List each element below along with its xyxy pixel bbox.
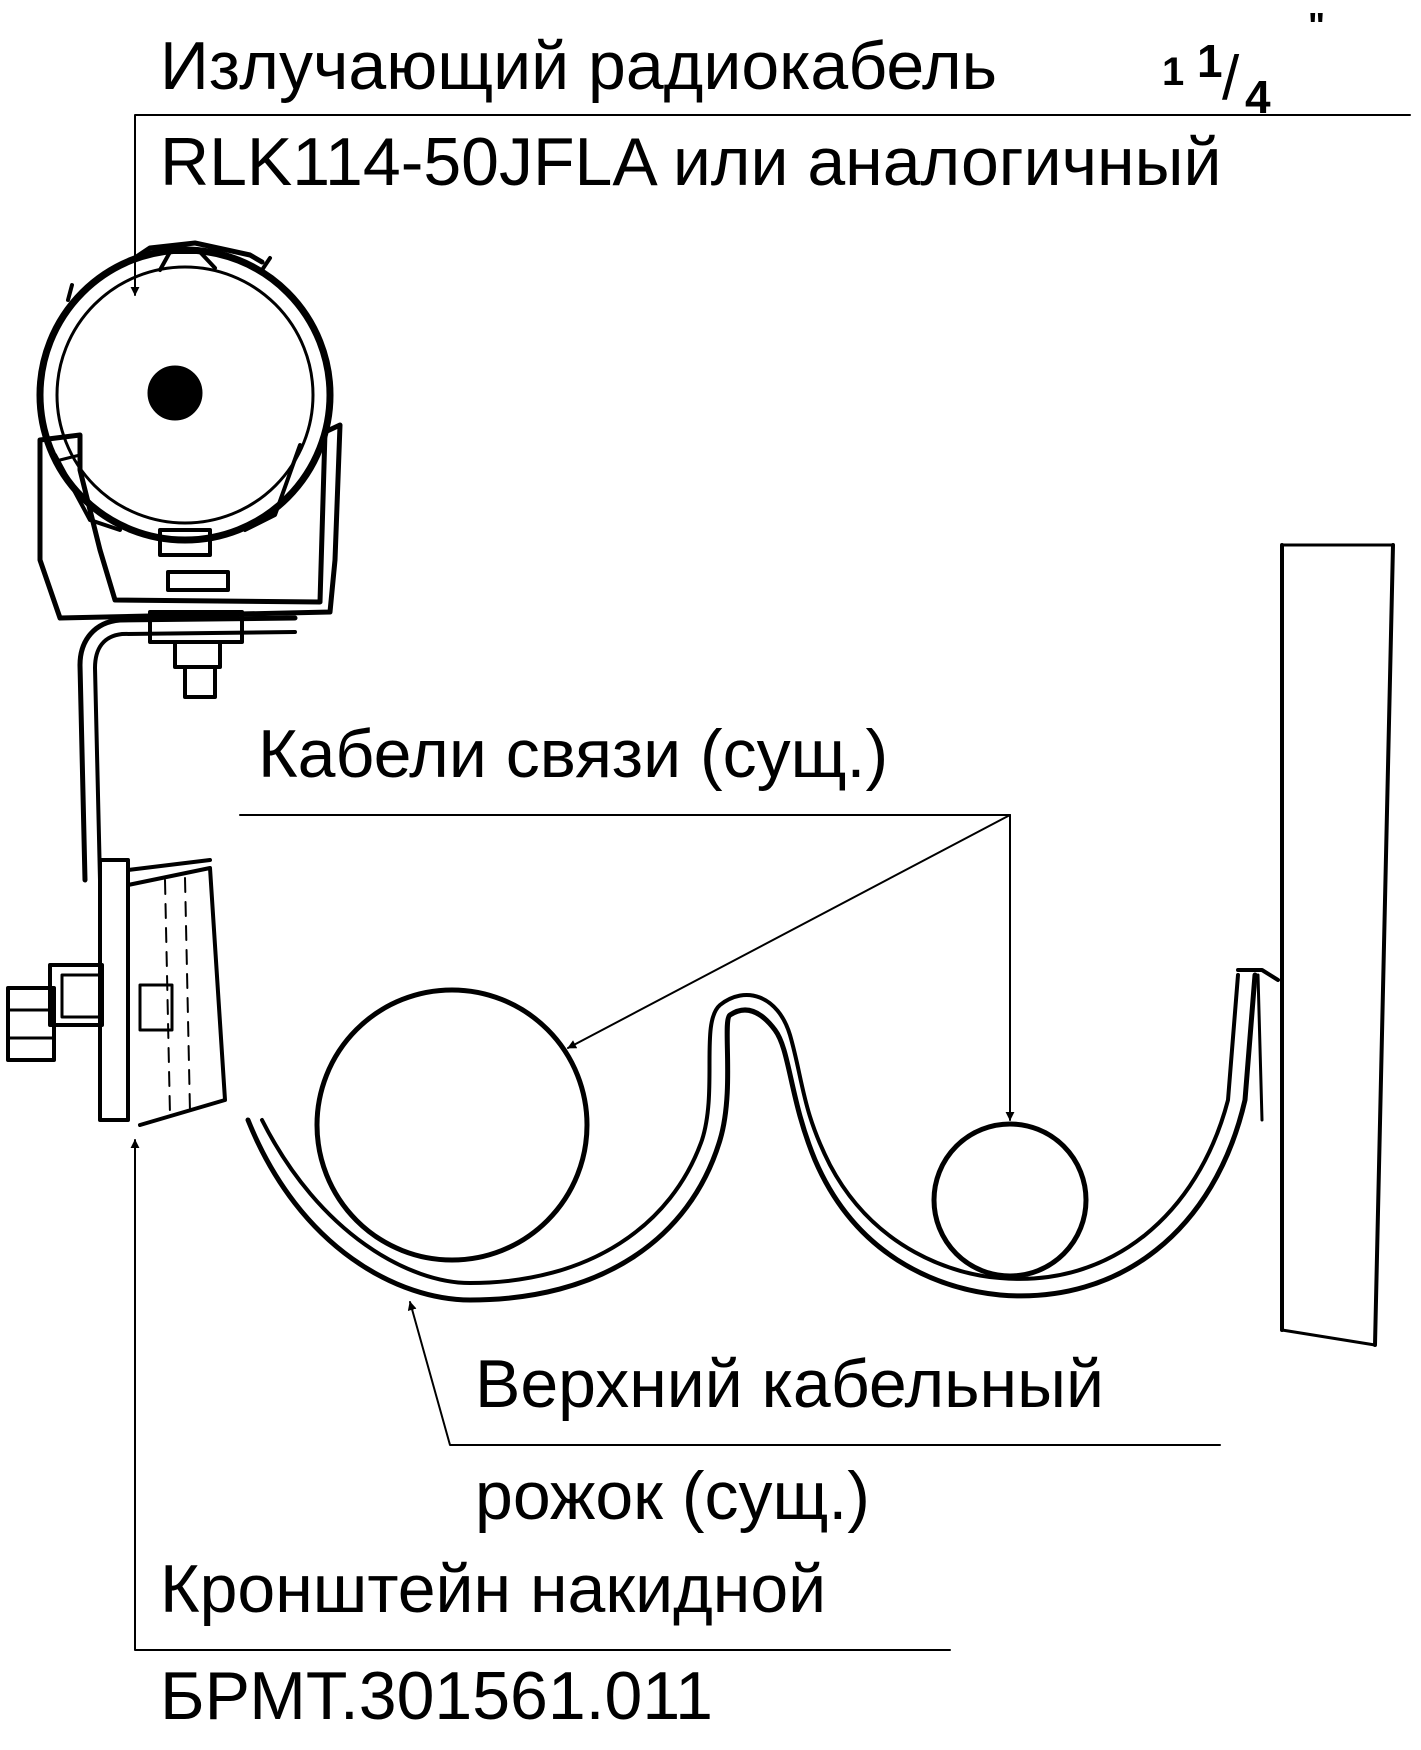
label-radiocable-line2: RLK114-50JFLA или аналогичный (160, 124, 1222, 200)
vertical-pole (1280, 543, 1395, 1347)
label-bracket-line1: Кронштейн накидной (160, 1551, 827, 1627)
label-radiocable-size-unit: " (1308, 5, 1326, 46)
label-radiocable-size-slash: / (1222, 44, 1240, 113)
label-upper-horn-line1: Верхний кабельный (475, 1346, 1104, 1422)
comm-cable-small (931, 1121, 1089, 1279)
upper-cable-horn (245, 968, 1280, 1303)
leader-radiocable (130, 114, 1411, 296)
leader-bracket (130, 1139, 951, 1651)
leader-upper-horn (407, 1301, 1221, 1446)
label-radiocable-size-den: 4 (1245, 71, 1271, 123)
comm-cable-large (314, 987, 590, 1263)
leader-comm-cables (239, 814, 1015, 1121)
label-upper-horn-line2: рожок (сущ.) (475, 1458, 870, 1534)
bracket-arm (77, 615, 298, 883)
label-radiocable-size-whole: 1 (1162, 50, 1185, 94)
radiocable-clamp (36, 240, 343, 699)
label-radiocable-line1: Излучающий радиокабель (160, 28, 998, 104)
label-bracket-line2: БРМТ.301561.011 (160, 1658, 713, 1734)
label-radiocable-size-num: 1 (1197, 35, 1223, 87)
mounting-bracket (6, 858, 227, 1127)
label-comm-cables: Кабели связи (сущ.) (258, 716, 889, 792)
